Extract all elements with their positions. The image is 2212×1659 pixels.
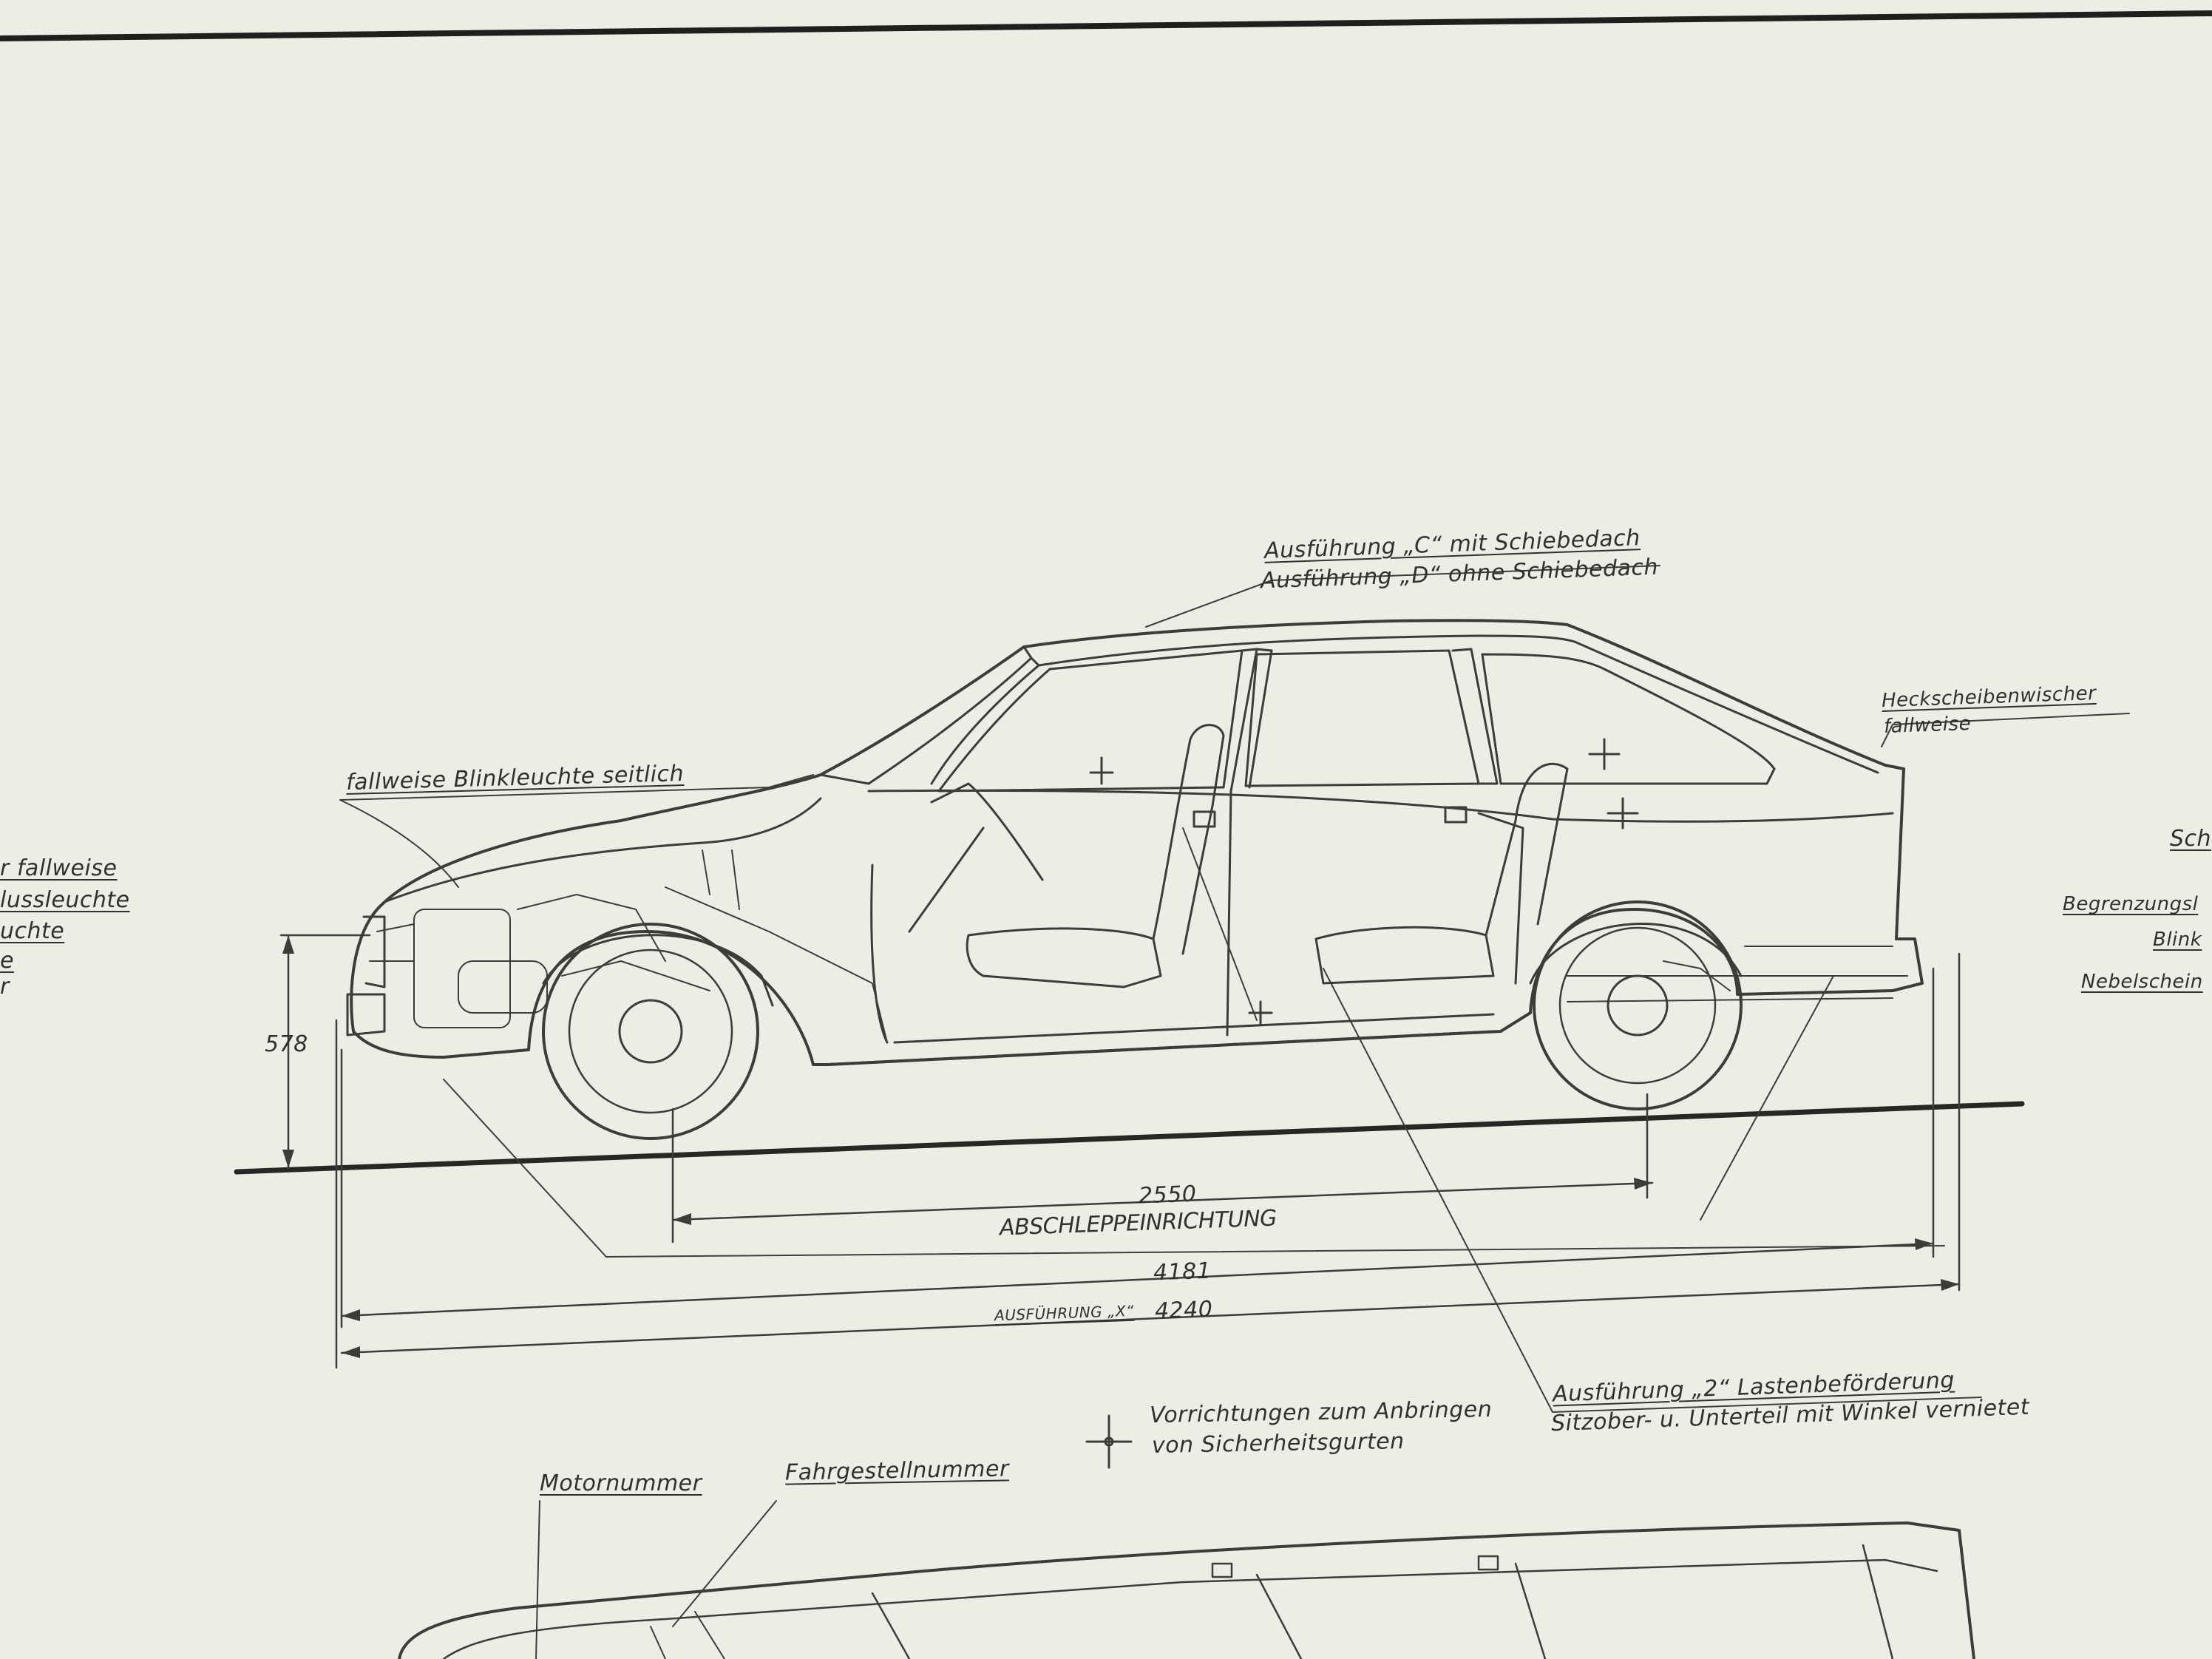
label-left-edge-3: uchte [0, 918, 65, 944]
rocker-panel [819, 1013, 1495, 1066]
front-seat [966, 724, 1225, 988]
leader-ausfuehrung-2 [1323, 968, 1982, 1413]
dim-2550-line [671, 1181, 1654, 1221]
dim-4240: 4240 [1154, 1296, 1213, 1325]
front-wheel [542, 923, 759, 1140]
label-right-edge-2: Begrenzungsl [2063, 893, 2199, 915]
roof-line [1037, 634, 1879, 774]
ground-line [234, 1101, 2025, 1175]
dim-4181: 4181 [1153, 1258, 1212, 1286]
windshield [819, 645, 1033, 785]
label-left-edge-1: r fallweise [0, 855, 118, 881]
label-heckscheibenwischer-fallweise: fallweise [1883, 712, 1972, 739]
c-pillar [1451, 648, 1499, 785]
label-left-edge-4: e [0, 948, 14, 974]
leader-schiebedach [1145, 565, 1660, 628]
dimension-lines [279, 934, 1961, 1369]
label-left-edge-5: r [0, 974, 10, 1000]
label-sicherheitsgurten: von Sicherheitsgurten [1151, 1428, 1405, 1459]
b-pillar [1226, 648, 1273, 1037]
belt-line [867, 789, 1894, 823]
rear-frame-detail [1567, 946, 1908, 1002]
engine-bay-detail [369, 849, 888, 1043]
front-rim [568, 949, 733, 1114]
dim-4181-line [340, 1242, 1935, 1317]
top-view-drawing [398, 1500, 1975, 1659]
front-wheel-arch [542, 934, 774, 1007]
front-hub [618, 999, 683, 1064]
a-pillar [930, 657, 1040, 785]
steering-wheel [908, 782, 1044, 933]
dim-2550: 2550 [1138, 1181, 1197, 1210]
rear-door-handle [1444, 806, 1468, 824]
seatbelt-legend-symbol [1085, 1414, 1133, 1469]
rear-rim [1558, 926, 1717, 1085]
label-right-edge-3: Blink [2153, 929, 2202, 951]
dim-4240-line [340, 1283, 1961, 1354]
dimension-arrowheads [282, 935, 1959, 1358]
label-right-edge-1: Sch [2170, 826, 2212, 852]
rear-quarter-window [1481, 653, 1776, 785]
leader-lines [339, 565, 2130, 1413]
door-lines [870, 812, 1524, 1044]
label-fahrgestellnummer: Fahrgestellnummer [784, 1456, 1010, 1486]
body-outline [350, 619, 1924, 1066]
label-left-edge-2: lussleuchte [0, 887, 130, 913]
hood-line [383, 797, 822, 903]
rear-seat [1314, 762, 1569, 985]
rear-hub [1607, 974, 1669, 1037]
front-bumper [346, 993, 386, 1037]
label-vorrichtungen: Vorrichtungen zum Anbringen [1149, 1396, 1493, 1429]
rear-side-window [1244, 649, 1480, 787]
belt-mount-markers [1089, 738, 1639, 1025]
headlight [362, 915, 386, 988]
rear-wheel-arch [1529, 923, 1743, 985]
rear-wheel [1533, 900, 1743, 1110]
label-ausfuehrung-x: AUSFÜHRUNG „X“ [994, 1301, 1135, 1325]
dim-578: 578 [265, 1031, 308, 1057]
label-motornummer: Motornummer [540, 1470, 702, 1496]
leader-abschlepp-front [443, 1079, 1945, 1258]
leader-blinkleuchte [339, 774, 814, 801]
front-door-handle [1192, 810, 1216, 828]
leader-heckscheibenwischer [1881, 713, 2130, 747]
label-right-edge-4: Nebelschein [2081, 971, 2203, 993]
sheet-border-line [0, 10, 2212, 41]
front-side-window [937, 649, 1244, 793]
